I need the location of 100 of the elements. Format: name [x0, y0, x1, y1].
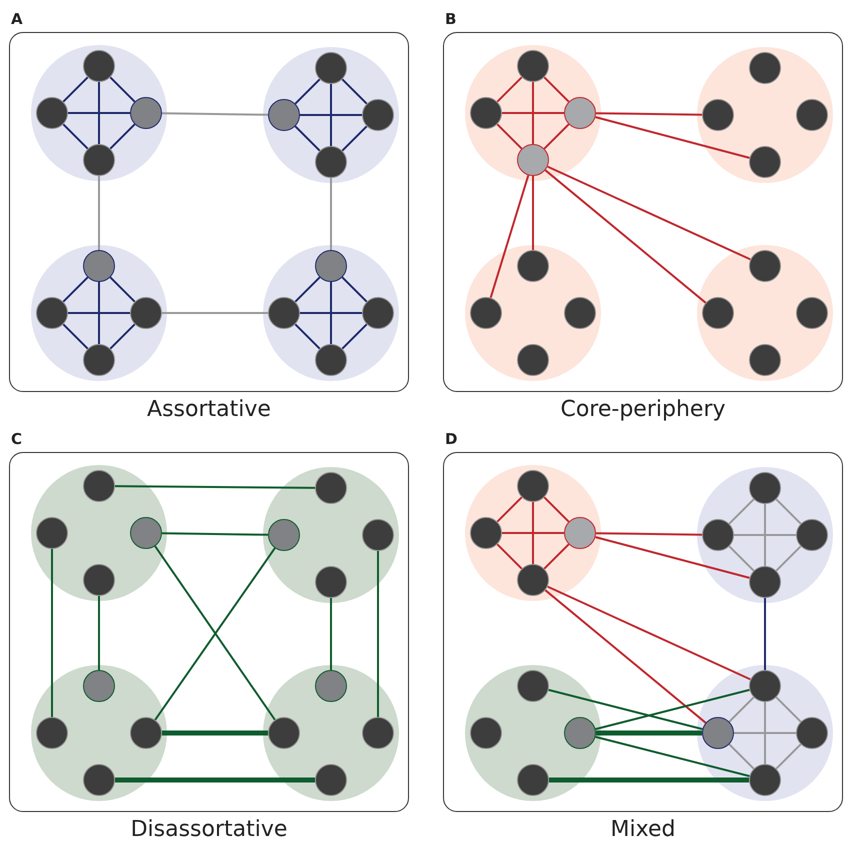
edge-line	[62, 324, 88, 350]
edge-line	[728, 696, 754, 722]
network-node	[517, 50, 549, 82]
edge-line	[764, 702, 766, 764]
network-node	[564, 97, 596, 129]
network-node	[83, 50, 115, 82]
edge-line	[98, 596, 100, 670]
edge-line	[728, 546, 754, 572]
network-node	[796, 297, 828, 329]
edge-line	[595, 688, 750, 730]
edge-line	[294, 276, 320, 302]
edge-line	[544, 544, 570, 570]
edge-line	[728, 744, 754, 770]
network-node	[130, 297, 162, 329]
edge-line	[532, 502, 534, 564]
network-node	[315, 670, 347, 702]
edge-line	[342, 324, 368, 350]
edge-line	[544, 124, 570, 150]
edge-line	[595, 536, 750, 579]
panel-caption: Disassortative	[130, 816, 288, 844]
network-node	[517, 144, 549, 176]
edge-line	[377, 551, 379, 717]
edge-line	[62, 124, 88, 150]
edge-line	[496, 124, 522, 150]
edge-line	[342, 78, 368, 104]
edge-line	[330, 282, 332, 344]
network-node	[362, 99, 394, 131]
edge-line	[547, 586, 751, 680]
edge-line	[776, 744, 802, 770]
network-node	[517, 764, 549, 796]
network-node	[36, 517, 68, 549]
edge-line	[294, 324, 320, 350]
network-node	[130, 717, 162, 749]
network-node	[83, 764, 115, 796]
network-node	[315, 472, 347, 504]
edge-line	[544, 496, 570, 522]
network-node	[36, 97, 68, 129]
network-node	[36, 297, 68, 329]
panel-letter: C	[11, 430, 22, 448]
network-node	[315, 764, 347, 796]
edge-line	[110, 324, 136, 350]
network-node	[470, 297, 502, 329]
network-node	[517, 670, 549, 702]
edge-line	[68, 312, 130, 314]
network-node	[517, 344, 549, 376]
network-node	[83, 144, 115, 176]
network-node	[749, 344, 781, 376]
edge-line	[330, 84, 332, 146]
network-node	[702, 297, 734, 329]
edge-line	[62, 276, 88, 302]
network-node	[36, 717, 68, 749]
network-node	[749, 566, 781, 598]
edge-line	[595, 116, 750, 159]
network-node	[315, 146, 347, 178]
edge-line	[98, 282, 100, 344]
network-node	[470, 97, 502, 129]
edge-line	[734, 534, 796, 536]
network-node	[130, 517, 162, 549]
edge-line	[532, 176, 534, 250]
edge-line	[330, 178, 332, 250]
network-node	[268, 297, 300, 329]
edge-line	[162, 730, 268, 736]
network-node	[796, 99, 828, 131]
edge-line	[734, 732, 796, 734]
network-node	[362, 519, 394, 551]
panel-caption: Core-periphery	[559, 396, 727, 424]
network-node	[83, 564, 115, 596]
edge-line	[776, 546, 802, 572]
edge-line	[110, 76, 136, 102]
edge-line	[110, 124, 136, 150]
network-node	[749, 250, 781, 282]
network-node	[749, 52, 781, 84]
edge-line	[502, 112, 564, 114]
network-node	[83, 470, 115, 502]
edge-line	[596, 532, 702, 536]
edge-line	[776, 696, 802, 722]
edge-line	[548, 688, 703, 730]
edge-line	[502, 532, 564, 534]
network-node	[702, 519, 734, 551]
network-node	[749, 764, 781, 796]
edge-line	[549, 778, 749, 782]
edge-line	[490, 175, 530, 298]
edge-line	[294, 126, 320, 152]
panel-letter: A	[11, 10, 23, 28]
edge-line	[330, 598, 332, 670]
edge-line	[544, 76, 570, 102]
network-node	[83, 344, 115, 376]
edge-line	[68, 112, 130, 114]
edge-line	[62, 76, 88, 102]
network-node	[362, 717, 394, 749]
network-node	[796, 717, 828, 749]
edge-line	[764, 504, 766, 566]
network-node	[315, 250, 347, 282]
network-node	[749, 146, 781, 178]
network-node	[517, 250, 549, 282]
panel-letter: B	[445, 10, 456, 28]
network-node	[702, 717, 734, 749]
panel-caption: Mixed	[610, 816, 676, 844]
edge-line	[342, 126, 368, 152]
network-node	[470, 717, 502, 749]
